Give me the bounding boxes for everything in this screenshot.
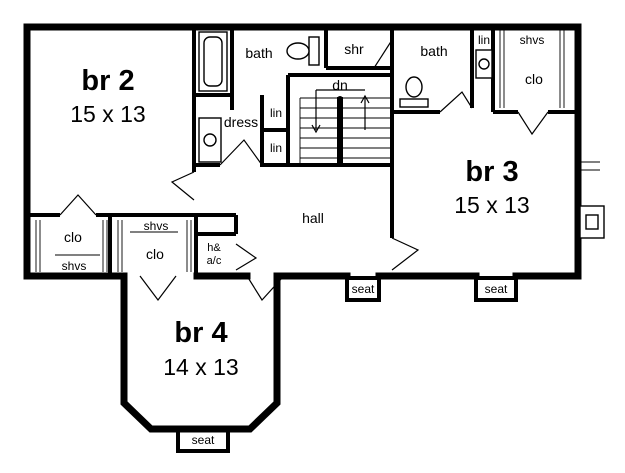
seat-left-label: seat	[352, 282, 375, 296]
linen-upper-label: lin	[270, 106, 282, 120]
closet-br2-label: clo	[64, 229, 82, 245]
shelves-br2-label: shvs	[62, 259, 87, 273]
shelves-right-label: shvs	[520, 33, 545, 47]
sink-dress-fixture	[198, 117, 222, 163]
windows	[24, 110, 605, 239]
br4-dims: 14 x 13	[163, 354, 238, 380]
sink-right-fixture	[475, 49, 493, 79]
shower-label: shr	[344, 41, 364, 57]
br2-name: br 2	[81, 65, 134, 97]
toilet-left-fixture	[286, 36, 320, 66]
linen-right-label: lin	[478, 33, 490, 47]
br3-dims: 15 x 13	[454, 192, 529, 218]
linen-lower-label: lin	[270, 141, 282, 155]
bath-left-label: bath	[245, 45, 272, 61]
exterior-walls	[23, 23, 582, 433]
seat-bottom-label: seat	[192, 433, 215, 447]
closet-br4-label: clo	[146, 246, 164, 262]
window-seats	[176, 276, 518, 453]
br4-name: br 4	[174, 317, 227, 349]
stairs	[299, 89, 392, 165]
door-swings	[59, 39, 549, 301]
dress-label: dress	[224, 114, 258, 130]
closet-right-label: clo	[525, 71, 543, 87]
hvac-label-line1: h&	[207, 242, 221, 254]
hall-label: hall	[302, 210, 324, 226]
hvac-label-line2: a/c	[207, 255, 222, 267]
bathtub-fixture	[198, 31, 228, 92]
bath-right-label: bath	[420, 43, 447, 59]
closet-shelving	[35, 30, 565, 272]
room-labels: br 2 15 x 13 br 3 15 x 13 br 4 14 x 13 b…	[62, 33, 545, 447]
stairs-down-label: dn	[332, 77, 348, 93]
br3-name: br 3	[465, 156, 518, 188]
br2-dims: 15 x 13	[70, 101, 145, 127]
seat-right-label: seat	[485, 282, 508, 296]
toilet-right-fixture	[399, 76, 429, 108]
shelves-br4-label: shvs	[144, 219, 169, 233]
